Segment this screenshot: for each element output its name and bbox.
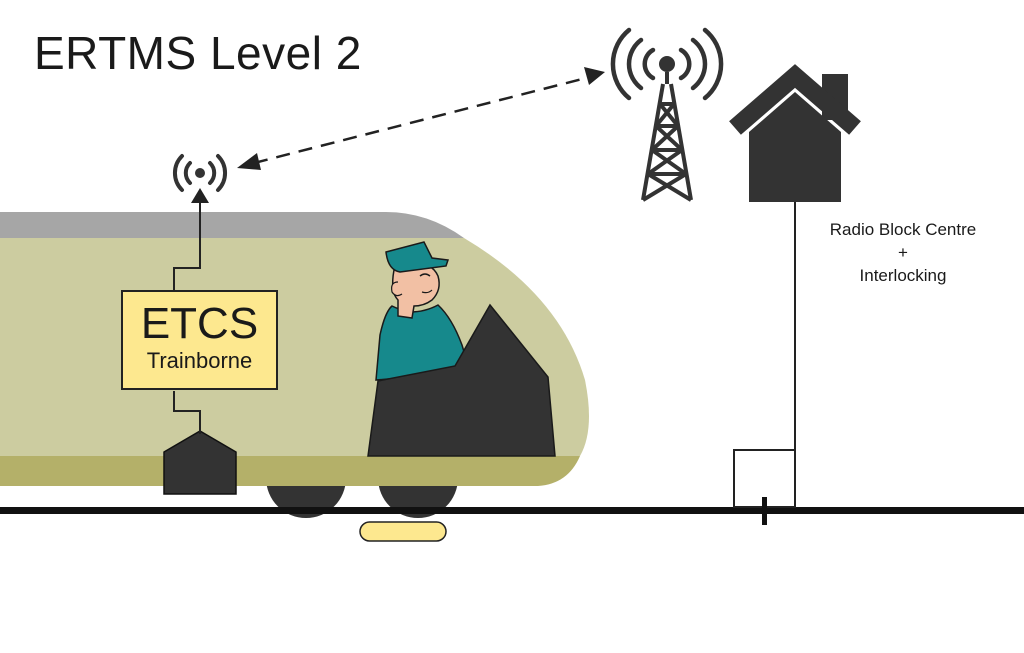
driver-mouth [421,289,433,294]
track-rail [0,507,1024,514]
wire-etcs-to-radio [173,198,201,290]
track-insulated-joint [762,497,767,525]
train-lower-stripe [0,456,580,486]
rbc-label: Radio Block Centre + Interlocking [810,218,996,287]
radio-link-arrow-left [237,153,261,170]
rbc-label-line2: + [898,243,908,262]
train-roof [0,212,464,238]
driver-ear [391,281,403,297]
house-icon [729,64,861,202]
radio-link-arrow-right [584,67,605,85]
driver-eye [419,273,431,277]
train-antenna-housing [163,430,237,495]
etcs-main-label: ETCS [140,299,259,348]
etcs-box-bg [121,290,278,390]
driver-cap [385,241,450,273]
diagram-title: ERTMS Level 2 [34,27,362,79]
balise [359,521,447,542]
radio-waves-icon [172,154,228,192]
driver-console-icon [367,303,556,457]
rbc-label-line3: Interlocking [859,266,947,285]
radio-tower-icon [610,27,724,202]
rbc-label-line1: Radio Block Centre [829,220,977,239]
etcs-sub-label: Trainborne [146,348,253,373]
arrow-up-head [191,188,209,203]
driver-figure-icon [375,241,471,381]
radio-link-dashed [253,75,591,165]
etcs-trainborne-box: ETCS Trainborne [121,290,278,390]
wire-etcs-to-antenna [173,391,201,434]
